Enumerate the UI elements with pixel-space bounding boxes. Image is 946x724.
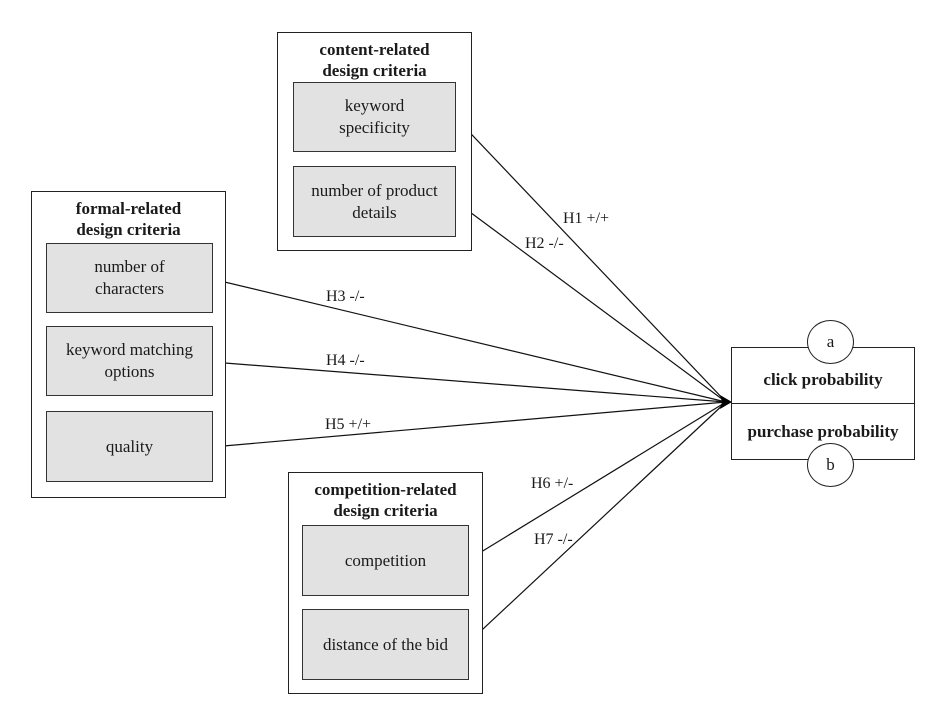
item-number-of-product-details: number of product details (293, 166, 456, 237)
content-group-title: content-related design criteria (319, 40, 430, 80)
hypothesis-label-h6: H6 +/- (531, 475, 574, 492)
hypothesis-label-h3: H3 -/- (326, 288, 365, 305)
hypothesis-label-h2: H2 -/- (525, 235, 564, 252)
outcome-box: click probability purchase probability (731, 347, 915, 460)
item-competition: competition (302, 525, 469, 596)
competition-group-title: competition-related design criteria (314, 480, 457, 520)
item-keyword-specificity: keyword specificity (293, 82, 456, 152)
hypothesis-label-h4: H4 -/- (326, 352, 365, 369)
item-number-of-characters: number of characters (46, 243, 213, 313)
arrow-h5 (211, 401, 727, 448)
arrow-h7 (467, 401, 727, 644)
item-distance-of-the-bid: distance of the bid (302, 609, 469, 680)
arrow-h4 (211, 361, 727, 403)
hypothesis-label-h1: H1 +/+ (563, 210, 610, 227)
purchase-probability-label: purchase probability (747, 422, 899, 441)
arrow-h1 (454, 116, 727, 403)
item-keyword-matching-options: keyword matching options (46, 326, 213, 396)
arrow-h6 (467, 401, 727, 561)
outcome-divider (732, 403, 914, 404)
marker-b-circle: b (807, 443, 854, 487)
arrow-h2 (454, 200, 727, 403)
click-probability-label: click probability (763, 370, 883, 389)
arrow-h3 (211, 278, 727, 403)
arrowhead (720, 395, 732, 409)
item-quality: quality (46, 411, 213, 482)
formal-group-title: formal-related design criteria (75, 199, 182, 239)
hypothesis-label-h5: H5 +/+ (325, 416, 372, 433)
hypothesis-label-h7: H7 -/- (534, 531, 573, 548)
marker-a-circle: a (807, 320, 854, 364)
